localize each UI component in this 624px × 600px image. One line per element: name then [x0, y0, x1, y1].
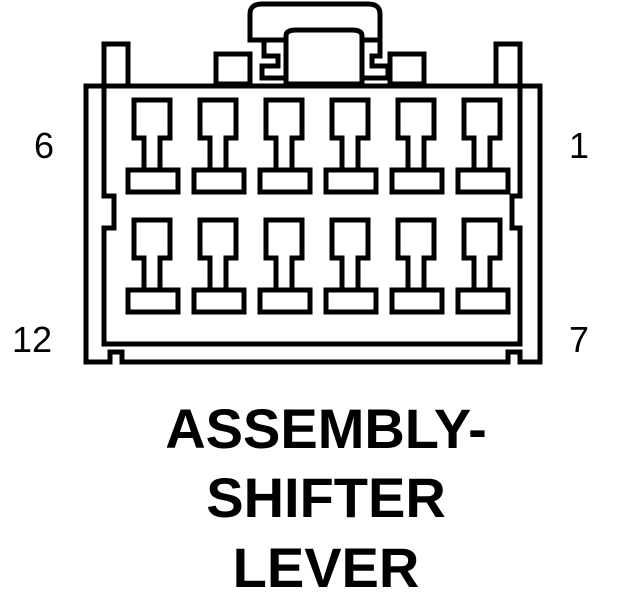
terminal-cavity-4	[257, 97, 313, 195]
pin-label-6: 6	[34, 125, 54, 166]
terminal-cavity-10	[257, 217, 313, 315]
caption-line-3: LEVER	[233, 536, 420, 599]
terminal-cavity-9	[323, 217, 379, 315]
terminal-cavity-1	[455, 97, 511, 195]
right-key-block	[387, 51, 427, 87]
pin-label-7: 7	[569, 319, 589, 360]
terminal-cavity-2	[389, 97, 445, 195]
locking-tab	[247, 1, 391, 87]
terminal-cavity-12	[125, 217, 181, 315]
left-key-block	[213, 51, 253, 87]
terminal-cavity-8	[389, 217, 445, 315]
connector-housing	[83, 41, 543, 365]
pin-label-12: 12	[12, 319, 52, 360]
terminal-cavity-6	[125, 97, 181, 195]
caption-line-2: SHIFTER	[206, 466, 446, 529]
terminal-cavities	[125, 97, 511, 315]
caption-line-1: ASSEMBLY-	[165, 397, 487, 460]
terminal-cavity-7	[455, 217, 511, 315]
terminal-cavity-11	[191, 217, 247, 315]
terminal-cavity-5	[191, 97, 247, 195]
terminal-cavity-3	[323, 97, 379, 195]
pin-label-1: 1	[569, 125, 589, 166]
